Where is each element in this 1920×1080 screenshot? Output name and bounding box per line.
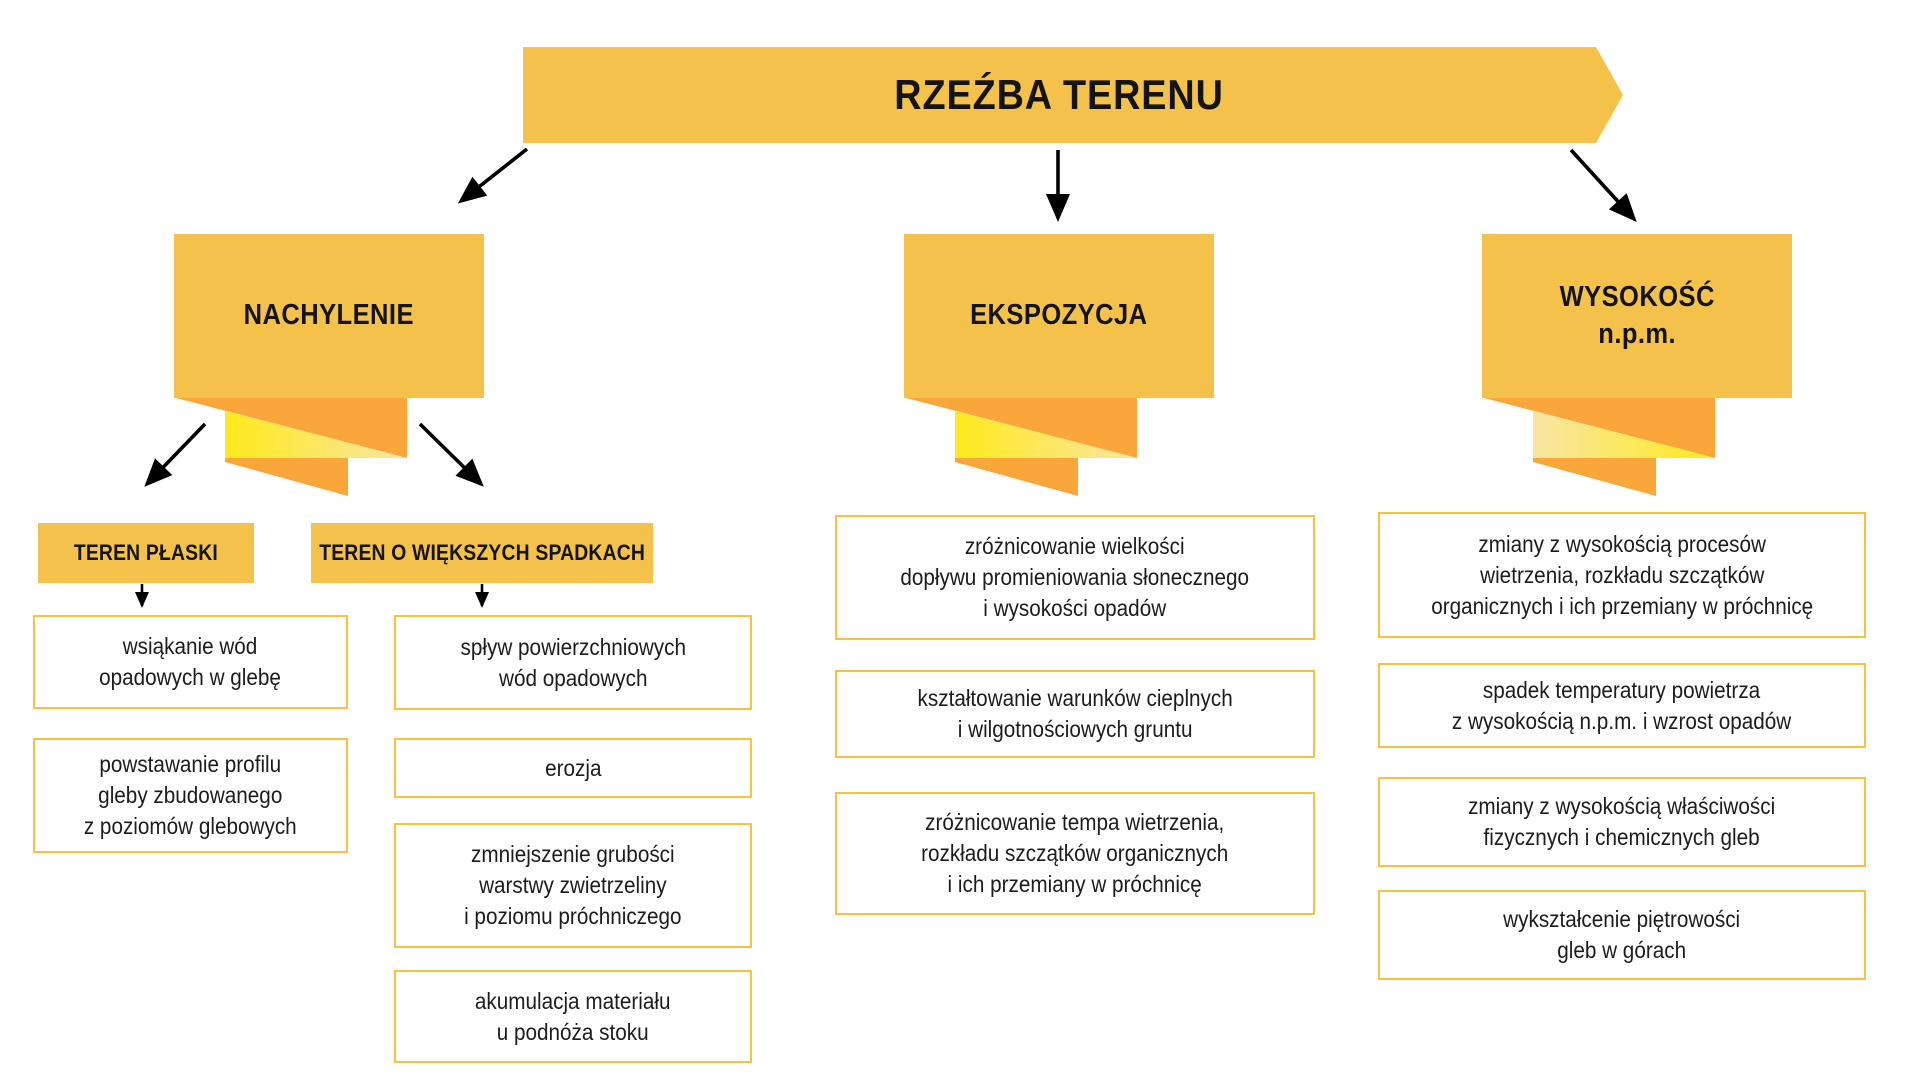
effect-text: kształtowanie warunków cieplnych i wilgo… (917, 685, 1233, 742)
effect-box-erozja: erozja (394, 738, 752, 798)
effect-box-wsiakanie: wsiąkanie wód opadowych w glebę (33, 615, 348, 709)
effect-box-ksztaltowanie-warunkow: kształtowanie warunków cieplnych i wilgo… (835, 670, 1315, 758)
title-banner: RZEŹBA TERENU (523, 47, 1623, 143)
branch-box-nachylenie: NACHYLENIE (174, 234, 484, 398)
effect-text: powstawanie profilu gleby zbudowanego z … (84, 751, 297, 839)
ribbon-decoration-wysokosc (1484, 398, 1715, 496)
effect-text: zróżnicowanie tempa wietrzenia, rozkładu… (921, 809, 1229, 897)
effect-box-zmniejszenie-grubosci: zmniejszenie grubości warstwy zwietrzeli… (394, 823, 752, 948)
arrow-nachylenie-to-teren-spadki (418, 422, 484, 487)
effect-text: wsiąkanie wód opadowych w glebę (99, 633, 282, 690)
branch-box-wysokosc: WYSOKOŚĆ n.p.m. (1482, 234, 1792, 398)
effect-box-spadek-temperatury: spadek temperatury powietrza z wysokości… (1378, 663, 1866, 748)
effect-text: zmniejszenie grubości warstwy zwietrzeli… (464, 841, 682, 929)
effect-text: akumulacja materiału u podnóża stoku (475, 987, 671, 1045)
effect-text: erozja (544, 754, 602, 781)
subbranch-box-teren-spadki: TEREN O WIĘKSZYCH SPADKACH (311, 523, 653, 583)
effect-text: spływ powierzchniowych wód opadowych (460, 633, 686, 691)
ribbon-decoration-nachylenie (176, 398, 407, 496)
branch-label-wysokosc: WYSOKOŚĆ n.p.m. (1559, 280, 1715, 350)
branch-box-ekspozycja: EKSPOZYCJA (904, 234, 1214, 398)
effect-box-zmiany-procesow: zmiany z wysokością procesów wietrzenia,… (1378, 512, 1866, 638)
effect-box-zroznicowanie-wielkosci: zróżnicowanie wielkości dopływu promieni… (835, 515, 1315, 640)
subbranch-box-teren-plaski: TEREN PŁASKI (38, 523, 254, 583)
effect-text: zmiany z wysokością właściwości fizyczny… (1468, 793, 1776, 850)
subbranch-label-teren-spadki: TEREN O WIĘKSZYCH SPADKACH (319, 540, 645, 565)
branch-label-ekspozycja: EKSPOZYCJA (970, 299, 1148, 332)
effect-text: spadek temperatury powietrza z wysokości… (1452, 676, 1792, 734)
effect-text: wykształcenie piętrowości gleb w górach (1503, 906, 1741, 963)
subbranch-label-teren-plaski: TEREN PŁASKI (73, 540, 219, 565)
branch-label-nachylenie: NACHYLENIE (243, 299, 415, 332)
effect-box-splyw: spływ powierzchniowych wód opadowych (394, 615, 752, 710)
effect-box-akumulacja: akumulacja materiału u podnóża stoku (394, 970, 752, 1063)
ribbon-decoration-ekspozycja (906, 398, 1137, 496)
effect-box-zmiany-wlasciwosci: zmiany z wysokością właściwości fizyczny… (1378, 777, 1866, 867)
title-text: RZEŹBA TERENU (894, 71, 1225, 118)
effect-box-wyksztalcenie-pietrowosci: wykształcenie piętrowości gleb w górach (1378, 890, 1866, 980)
effect-box-zroznicowanie-tempa: zróżnicowanie tempa wietrzenia, rozkładu… (835, 792, 1315, 915)
effect-box-powstawanie-profilu: powstawanie profilu gleby zbudowanego z … (33, 738, 348, 853)
arrow-title-to-wysokosc (1569, 148, 1637, 222)
effect-text: zróżnicowanie wielkości dopływu promieni… (900, 533, 1250, 621)
arrow-title-to-nachylenie (457, 147, 529, 204)
effect-text: zmiany z wysokością procesów wietrzenia,… (1431, 530, 1813, 619)
